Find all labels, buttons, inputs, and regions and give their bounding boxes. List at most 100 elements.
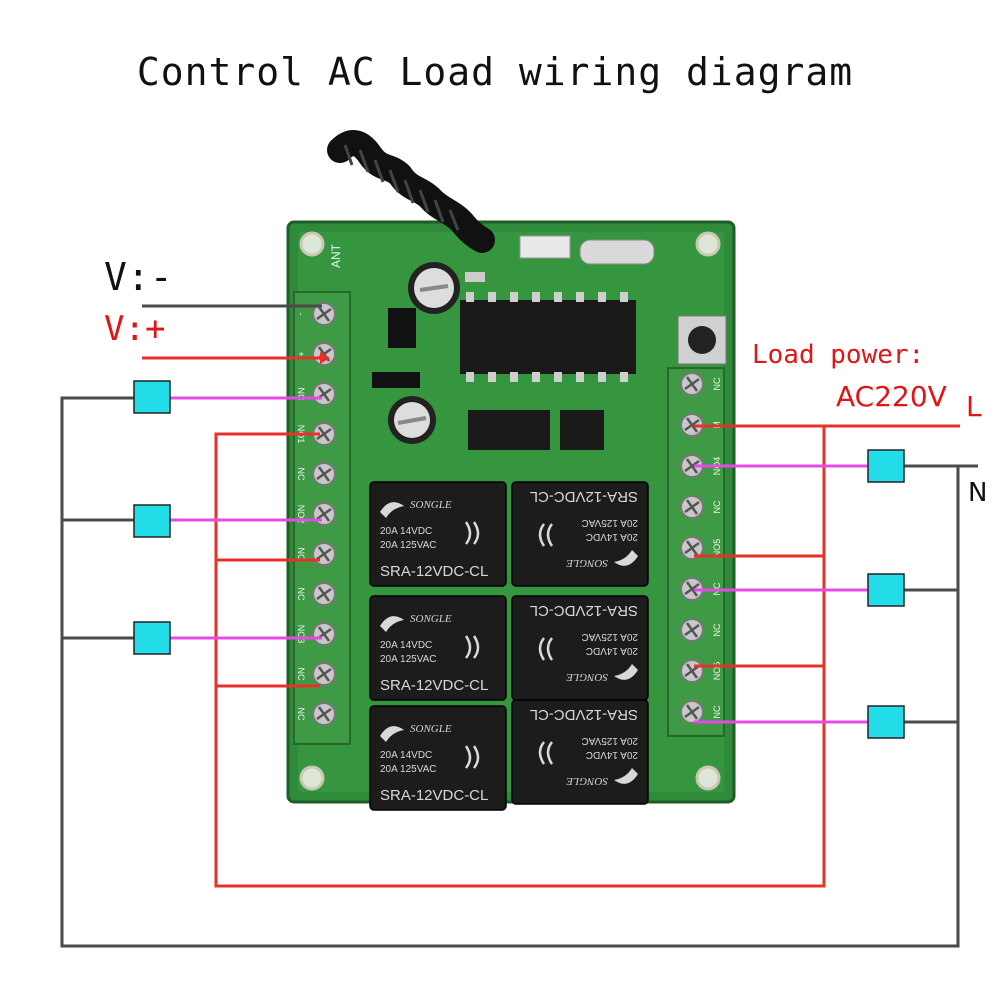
relay-rating-dc: 20A 14VDC: [586, 531, 638, 542]
right-terminal-label: NC: [712, 500, 722, 513]
pin-header: [519, 235, 571, 259]
left-terminal-screw[interactable]: [312, 702, 336, 726]
left-terminal-label: NO2: [296, 505, 306, 524]
right-terminal-screw[interactable]: [680, 454, 704, 478]
relay: SONGLE 20A 14VDC 20A 125VAC SRA-12VDC-CL: [511, 595, 649, 701]
right-terminal-screw[interactable]: [680, 495, 704, 519]
ul-mark-icon: [464, 635, 480, 659]
left-terminal-screw[interactable]: [312, 662, 336, 686]
label-line: L: [966, 390, 982, 423]
relay-rating-dc: 20A 14VDC: [380, 526, 432, 537]
relay-model: SRA-12VDC-CL: [530, 488, 638, 505]
relay-model: SRA-12VDC-CL: [380, 563, 488, 580]
relay-brand: SONGLE: [566, 557, 608, 569]
right-terminal-label: NC: [712, 705, 722, 718]
right-terminal-screw[interactable]: [680, 536, 704, 560]
load-box-2: [133, 504, 171, 538]
relay-model: SRA-12VDC-CL: [530, 706, 638, 723]
relay-rating-ac: 20A 125VAC: [581, 631, 638, 642]
label-load-power: Load power:: [752, 340, 925, 370]
learn-button[interactable]: [677, 315, 727, 365]
label-v-plus: V:+: [104, 309, 166, 349]
load-box-5: [867, 573, 905, 607]
voltage-regulator: [388, 308, 416, 348]
right-terminal-screw[interactable]: [680, 372, 704, 396]
relay: SONGLE 20A 14VDC 20A 125VAC SRA-12VDC-CL: [369, 481, 507, 587]
left-terminal-screw[interactable]: [312, 622, 336, 646]
relay-model: SRA-12VDC-CL: [380, 677, 488, 694]
left-terminal-screw[interactable]: [312, 462, 336, 486]
relay-model: SRA-12VDC-CL: [530, 602, 638, 619]
left-terminal-screw[interactable]: [312, 542, 336, 566]
antenna-coil: [327, 130, 495, 253]
left-terminal-label: +: [296, 351, 306, 356]
songle-logo-icon: [614, 550, 638, 566]
label-ac-voltage: AC220V: [836, 380, 947, 413]
songle-logo-icon: [380, 726, 404, 742]
relay: SONGLE 20A 14VDC 20A 125VAC SRA-12VDC-CL: [369, 595, 507, 701]
left-terminal-screw[interactable]: [312, 342, 336, 366]
smd-part: [465, 272, 485, 282]
relay-model: SRA-12VDC-CL: [380, 787, 488, 804]
right-terminal-label: NC: [712, 377, 722, 390]
ul-mark-icon: [464, 745, 480, 769]
songle-logo-icon: [380, 502, 404, 518]
smd-diode: [372, 372, 420, 388]
right-terminal-screw[interactable]: [680, 618, 704, 642]
left-terminal-screw[interactable]: [312, 502, 336, 526]
ul-mark-icon: [538, 523, 554, 547]
relay-rating-dc: 20A 14VDC: [586, 749, 638, 760]
relay-brand: SONGLE: [410, 613, 452, 625]
relay-rating-ac: 20A 125VAC: [380, 764, 437, 775]
right-terminal-block: NCMNO4NCNO5NCNCNO6NC: [667, 367, 725, 737]
relay-rating-ac: 20A 125VAC: [581, 735, 638, 746]
relay-rating-dc: 20A 14VDC: [380, 750, 432, 761]
relay-rating-ac: 20A 125VAC: [380, 654, 437, 665]
relay-rating-ac: 20A 125VAC: [380, 540, 437, 551]
relay-brand: SONGLE: [410, 723, 452, 735]
left-terminal-screw[interactable]: [312, 382, 336, 406]
decoder-ic: [460, 292, 636, 382]
right-terminal-label: NC: [712, 623, 722, 636]
left-terminal-label: NC: [296, 468, 306, 481]
mounting-holes: [299, 231, 721, 791]
load-box-1: [133, 380, 171, 414]
wire-left-red-common: [214, 424, 960, 888]
label-neutral: N: [968, 478, 988, 508]
relay: SONGLE 20A 14VDC 20A 125VAC SRA-12VDC-CL: [511, 481, 649, 587]
songle-logo-icon: [614, 768, 638, 784]
ul-mark-icon: [538, 637, 554, 661]
left-terminal-screw[interactable]: [312, 302, 336, 326]
load-box-6: [867, 705, 905, 739]
antenna-label: ANT: [329, 243, 343, 268]
crystal: [579, 239, 655, 265]
right-terminal-screw[interactable]: [680, 659, 704, 683]
songle-logo-icon: [614, 664, 638, 680]
capacitor-1: [408, 262, 460, 314]
capacitor-2: [388, 396, 436, 444]
relay-brand: SONGLE: [410, 499, 452, 511]
left-terminal-label: -: [296, 313, 306, 316]
relay-rating-ac: 20A 125VAC: [581, 517, 638, 528]
diagram-title: Control AC Load wiring diagram: [136, 50, 854, 94]
relay-brand: SONGLE: [566, 671, 608, 683]
relay-rating-dc: 20A 14VDC: [586, 645, 638, 656]
left-terminal-label: NC: [296, 668, 306, 681]
relay-rating-dc: 20A 14VDC: [380, 640, 432, 651]
right-terminal-label: NO5: [712, 539, 722, 558]
load-box-4: [867, 449, 905, 483]
songle-logo-icon: [380, 616, 404, 632]
ul-mark-icon: [538, 741, 554, 765]
relay: SONGLE 20A 14VDC 20A 125VAC SRA-12VDC-CL: [369, 705, 507, 811]
load-box-3: [133, 621, 171, 655]
left-terminal-label: NC: [296, 388, 306, 401]
left-terminal-screw[interactable]: [312, 582, 336, 606]
right-terminal-screw[interactable]: [680, 700, 704, 724]
left-terminal-label: NC: [296, 708, 306, 721]
wire-v-plus-arrow: [320, 352, 330, 364]
ul-mark-icon: [464, 521, 480, 545]
